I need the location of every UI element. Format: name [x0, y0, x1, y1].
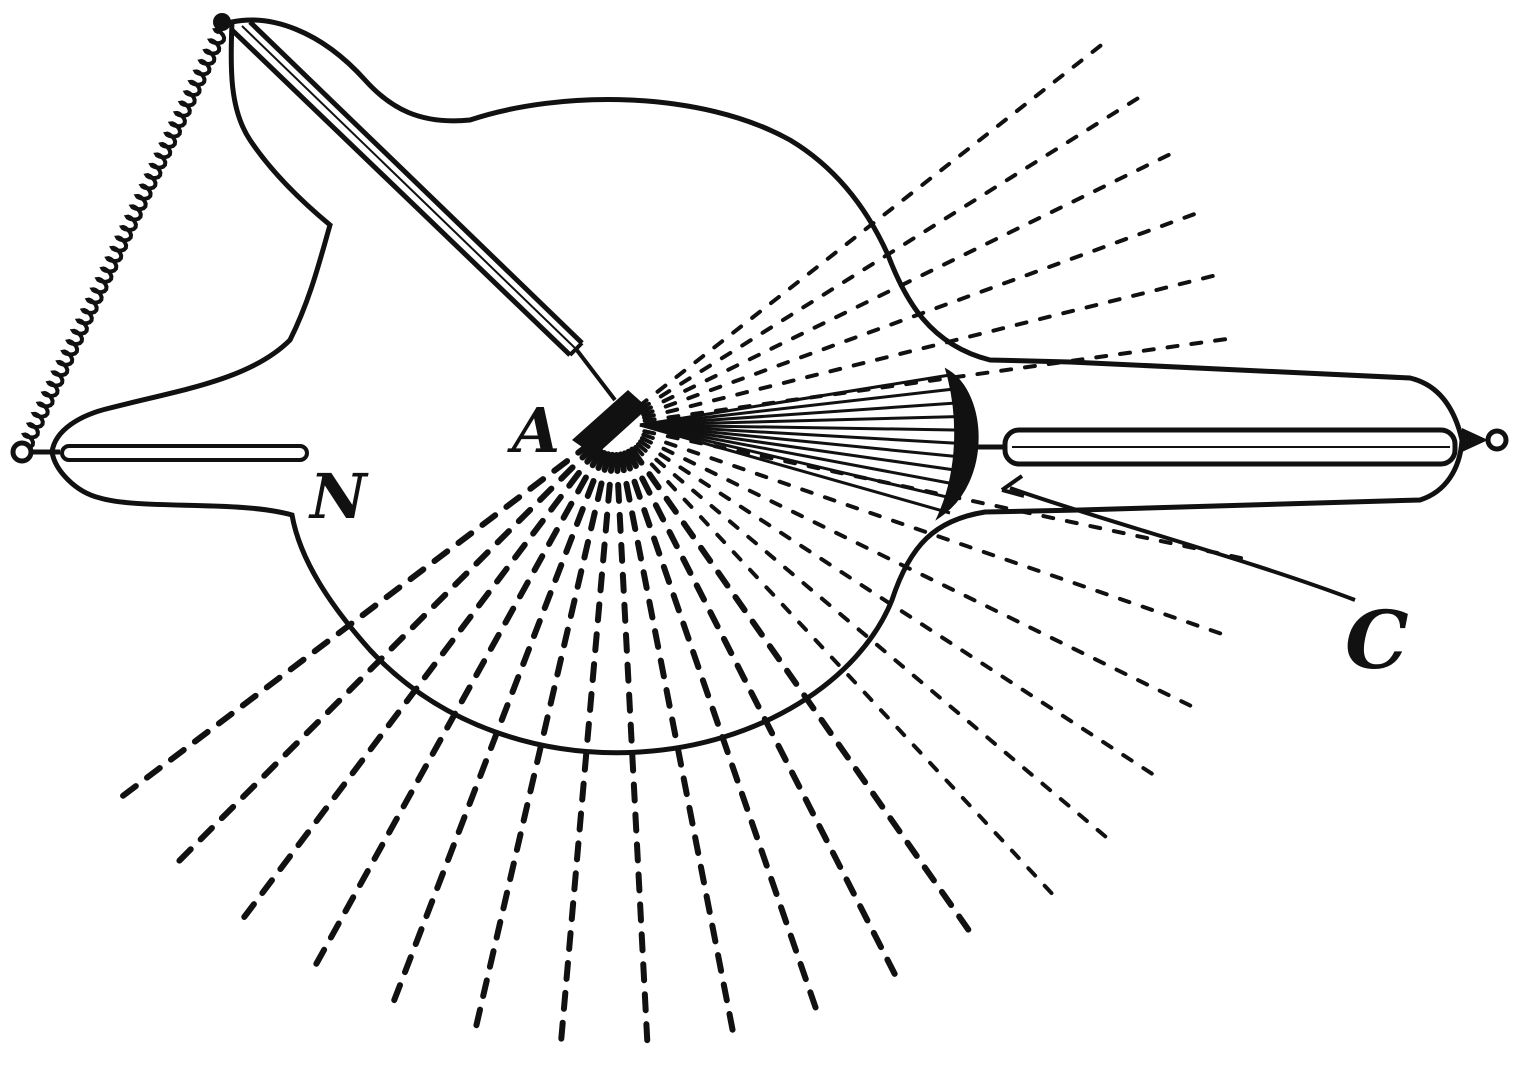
xray-ray: [625, 448, 900, 981]
cathode-ray-line: [639, 423, 951, 515]
xray-ray: [238, 445, 600, 924]
anode-target: [572, 390, 648, 456]
cathode-ray-line: [639, 423, 967, 474]
cathode-ray-line: [639, 423, 970, 460]
xray-ray: [633, 444, 1054, 896]
xray-ray: [472, 451, 612, 1033]
xray-ray: [621, 450, 820, 1015]
xray-ray: [557, 451, 616, 1046]
cathode-ray-line: [639, 423, 957, 501]
xray-ray: [617, 451, 737, 1037]
xray-rays: [116, 41, 1244, 1048]
label-electrode-n: N: [308, 460, 369, 533]
left-terminal: [10, 440, 34, 464]
cathode-ray-line: [639, 401, 962, 427]
cathode-pointer-arrow: [1000, 474, 1025, 498]
xray-ray: [635, 442, 1108, 839]
xray-ray: [639, 151, 1175, 414]
anode-rod: [230, 20, 617, 402]
cathode-ray-line: [639, 414, 967, 427]
spiral-wire: [20, 27, 227, 450]
xray-ray: [639, 436, 1193, 708]
xray-ray: [638, 439, 1154, 776]
label-anode: A: [507, 394, 560, 467]
xray-ray: [641, 432, 1223, 636]
xray-ray: [173, 443, 597, 867]
xray-ray: [638, 94, 1143, 412]
right-terminal: [1485, 428, 1509, 452]
xray-ray: [629, 446, 974, 936]
cathode-ray-line: [639, 373, 951, 427]
xray-ray: [389, 450, 608, 1007]
cathode-stem: [975, 427, 1458, 467]
xray-ray: [613, 451, 651, 1048]
cathode-ray-line: [639, 423, 971, 446]
xray-ray: [642, 273, 1219, 420]
cathode-ray-line: [639, 423, 963, 487]
xray-ray: [642, 336, 1231, 423]
right-terminal-tip: [1462, 428, 1488, 452]
xray-ray: [642, 429, 1244, 561]
cathode-cup: [935, 367, 979, 521]
label-cathode: C: [1345, 593, 1409, 687]
glass-bulb-outline: [49, 17, 1465, 756]
cathode-ray-line: [639, 387, 957, 427]
top-terminal: [213, 13, 231, 31]
electrode-n-rod: [30, 444, 309, 462]
xray-ray: [116, 440, 595, 802]
xray-ray: [311, 448, 604, 971]
cathode-ray-line: [639, 423, 970, 432]
cathode-pointer-line: [1009, 486, 1356, 602]
cathode-ray-beam: [639, 373, 971, 515]
